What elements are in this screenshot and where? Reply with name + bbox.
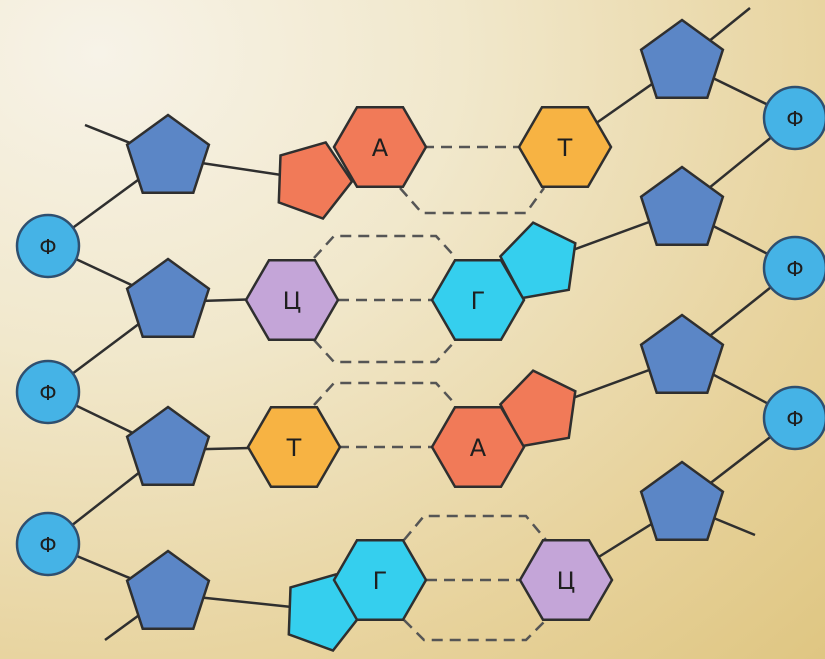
sugar-pentagon [641,167,723,245]
base-label: Ц [283,287,302,315]
phosphate-label: Ф [786,407,803,431]
base-label: Т [557,134,573,162]
phosphate-label: Ф [39,381,56,405]
hydrogen-bond [400,188,544,213]
base-label: А [470,434,487,462]
sugars [127,20,723,629]
sugar-pentagon [127,407,209,485]
phosphate-label: Ф [39,235,56,259]
base-label: Г [471,287,486,315]
base-label: А [372,134,389,162]
base-label: Г [373,567,388,595]
phosphate-label: Ф [786,257,803,281]
hydrogen-bond [314,383,456,405]
hydrogen-bond [404,620,546,640]
sugar-pentagon [641,315,723,393]
phosphate: Ф [17,215,79,277]
phosphate: Ф [764,87,825,149]
phosphate-label: Ф [786,107,803,131]
sugar-pentagon [127,551,209,629]
base-T-1-right: Т [519,107,611,187]
phosphate: Ф [764,387,825,449]
base-label: Т [286,434,302,462]
sugar-pentagon [641,462,723,540]
phosphate: Ф [17,513,79,575]
phosphate: Ф [764,237,825,299]
sugar-pentagon [127,259,209,337]
base-T-3-left: Т [248,407,340,487]
base-label: Ц [557,567,576,595]
sugar-pentagon [641,20,723,98]
hydrogen-bond [314,236,456,258]
base-C-4-right: Ц [520,540,612,620]
sugar-pentagon [127,115,209,193]
phosphate: Ф [17,361,79,423]
phosphate-label: Ф [39,533,56,557]
hydrogen-bond [314,340,456,362]
base-C-2-left: Ц [246,260,338,340]
hydrogen-bond [404,516,546,540]
